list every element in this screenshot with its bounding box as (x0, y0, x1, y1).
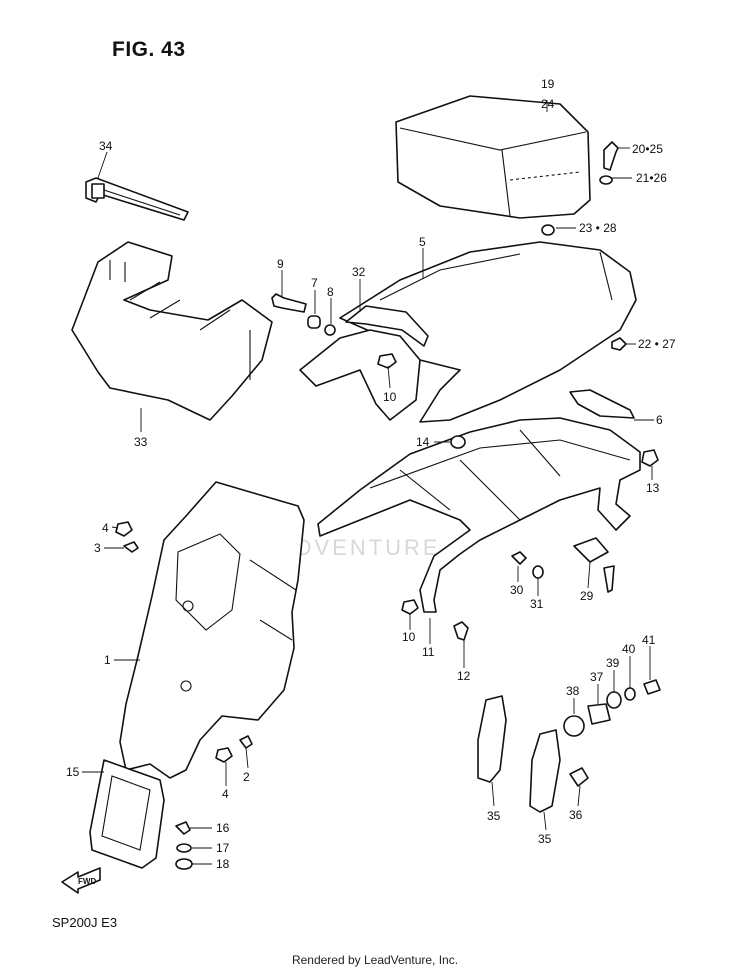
part-reflector-bracket[interactable] (299, 305, 429, 421)
callout-label: 19 (541, 77, 555, 91)
callout-label: 8 (327, 285, 334, 299)
part-rear-frame[interactable] (317, 417, 641, 613)
callout-label: 7 (311, 276, 318, 290)
callout-label: 13 (646, 481, 660, 495)
callout-label: 3 (94, 541, 101, 555)
part-nut-4a[interactable] (115, 521, 133, 537)
callout-label: 24 (541, 97, 555, 111)
part-mud-flap[interactable] (89, 759, 165, 869)
callout-label: 4 (102, 521, 109, 535)
callout-label: 36 (569, 808, 583, 822)
part-bracket-6[interactable] (569, 389, 635, 419)
callout-label: 30 (510, 583, 524, 597)
part-rear-fender-lower[interactable] (119, 481, 305, 779)
figure-title: FIG. 43 (112, 38, 186, 61)
fwd-arrow-icon: FWD (61, 867, 101, 894)
callout-label: 39 (606, 656, 620, 670)
part-screw-16[interactable] (175, 821, 191, 835)
callout-label: 23 • 28 (579, 221, 617, 235)
part-grommet-14[interactable] (450, 435, 466, 449)
part-bulb-39[interactable] (606, 691, 622, 709)
part-screw-41[interactable] (643, 679, 661, 695)
part-nut-22[interactable] (611, 337, 627, 351)
callout-label: 34 (99, 139, 113, 153)
part-washer-21[interactable] (599, 175, 613, 185)
callout-label: 32 (352, 265, 366, 279)
callout-label: 35 (538, 832, 552, 846)
callout-label: 35 (487, 809, 501, 823)
callout-label: 33 (134, 435, 148, 449)
part-washer-17[interactable] (176, 843, 192, 853)
callout-label: 11 (422, 645, 435, 659)
footer-credit: Rendered by LeadVenture, Inc. (291, 953, 459, 967)
callout-label: 38 (566, 684, 580, 698)
part-screw-3[interactable] (123, 541, 139, 553)
part-socket-37[interactable] (587, 703, 611, 725)
callout-label: 16 (216, 821, 230, 835)
part-tray[interactable] (71, 241, 273, 421)
part-bolt-20[interactable] (603, 141, 619, 171)
part-nut-10b[interactable] (401, 599, 419, 615)
callout-label: 14 (416, 435, 430, 449)
part-rear-fender-top[interactable] (339, 241, 637, 423)
callout-label: 1 (104, 653, 111, 667)
fwd-label: FWD (78, 877, 96, 886)
part-screw-2[interactable] (239, 735, 253, 749)
part-reflector-bracket-35a[interactable] (477, 695, 507, 783)
part-nut-8[interactable] (324, 324, 336, 336)
callout-labels: 34 33 9 7 8 32 5 10 19 24 20•25 21•26 23… (66, 77, 676, 871)
callout-label: 10 (402, 630, 416, 644)
callout-label: 22 • 27 (638, 337, 676, 351)
part-reflector-bracket-35b[interactable] (529, 729, 561, 813)
model-code: SP200J E3 (52, 915, 118, 930)
callout-label: 5 (419, 235, 426, 249)
part-nut-4b[interactable] (215, 747, 233, 763)
part-bolt-12[interactable] (453, 621, 469, 641)
part-cushion-23[interactable] (541, 224, 555, 236)
callout-label: 12 (457, 669, 471, 683)
part-collar-7[interactable] (307, 315, 321, 329)
part-nut-31[interactable] (532, 565, 544, 579)
part-washer-18[interactable] (175, 858, 193, 870)
callout-label: 2 (243, 770, 250, 784)
callout-label: 9 (277, 257, 284, 271)
part-washer-40[interactable] (624, 687, 636, 701)
callout-label: 10 (383, 390, 397, 404)
callout-label: 21•26 (636, 171, 667, 185)
callout-label: 31 (530, 597, 544, 611)
callout-label: 15 (66, 765, 80, 779)
callout-label: 29 (580, 589, 594, 603)
callout-label: 37 (590, 670, 604, 684)
leader-lines (82, 100, 654, 865)
part-rubber-38[interactable] (563, 715, 585, 737)
part-nut-10a[interactable] (377, 353, 397, 369)
callout-label: 20•25 (632, 142, 663, 156)
callout-label: 18 (216, 857, 230, 871)
part-nut-13[interactable] (641, 449, 659, 467)
callout-label: 41 (642, 633, 656, 647)
part-seat-cushion[interactable] (395, 95, 591, 219)
callout-label: 17 (216, 841, 230, 855)
part-plug-36[interactable] (569, 767, 589, 787)
callout-label: 6 (656, 413, 663, 427)
part-lock-29[interactable] (573, 537, 615, 593)
part-bolt-30[interactable] (511, 551, 527, 565)
callout-label: 40 (622, 642, 636, 656)
callout-label: 4 (222, 787, 229, 801)
part-strap[interactable] (85, 177, 189, 221)
part-bolt-9[interactable] (271, 293, 307, 313)
